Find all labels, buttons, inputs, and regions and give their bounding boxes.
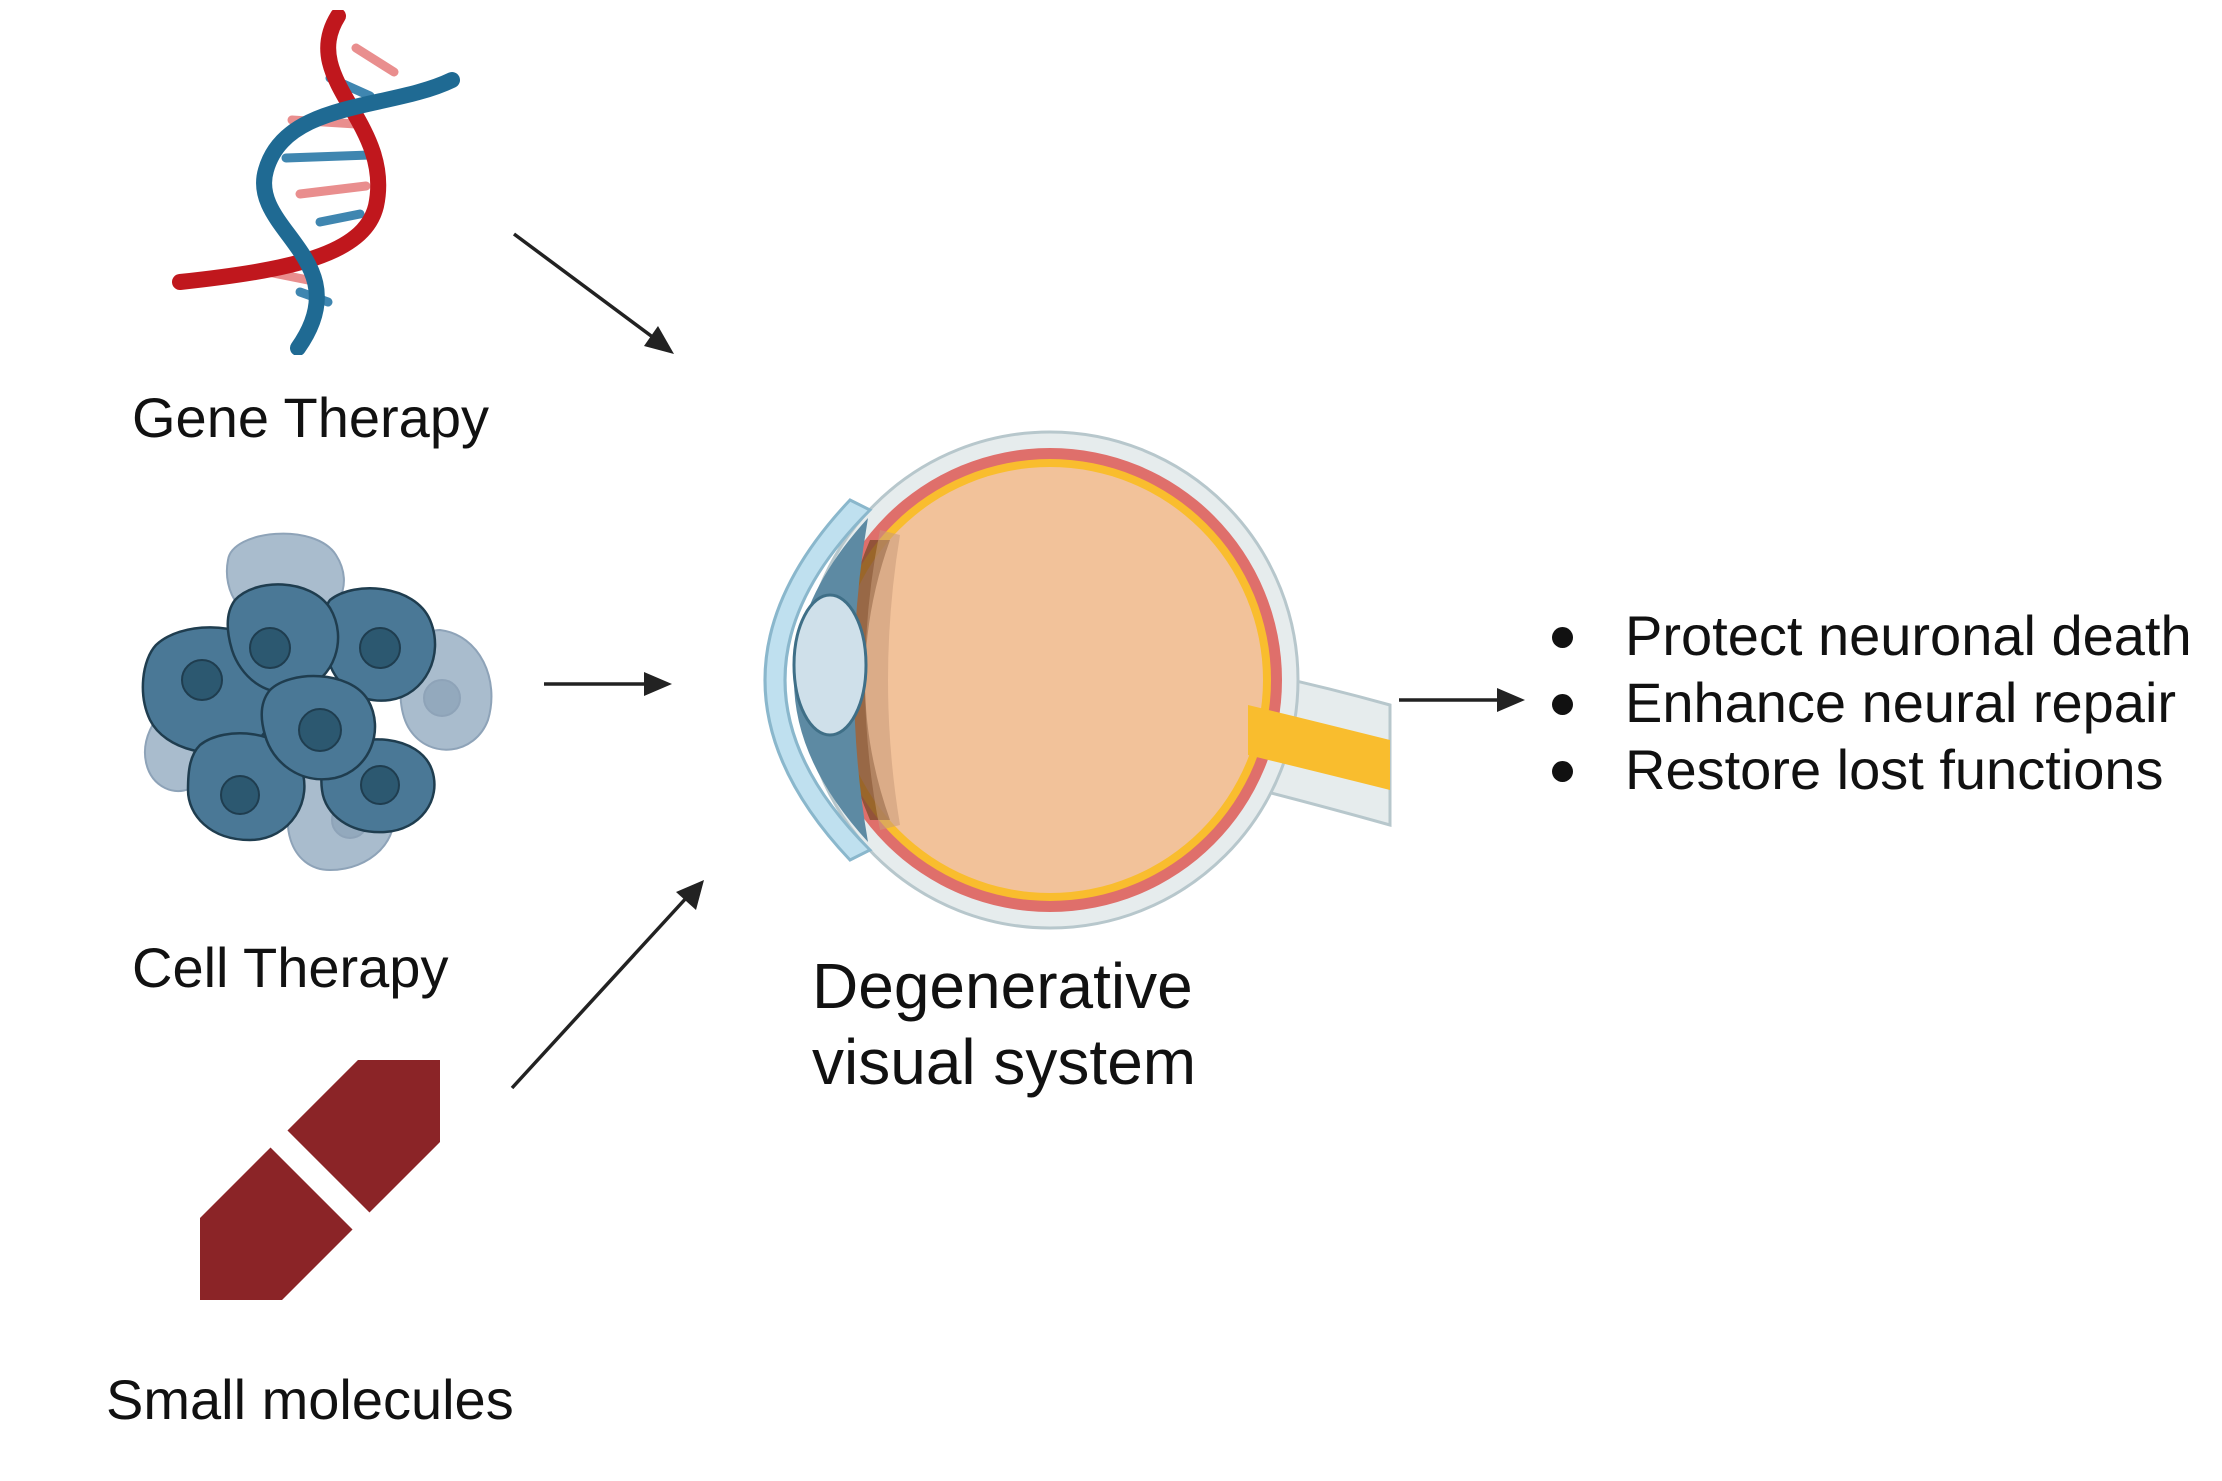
- target-label-line1: Degenerative: [812, 950, 1193, 1022]
- outcome-item: Protect neuronal death: [1540, 602, 2192, 669]
- cell-cluster-icon: [141, 532, 493, 872]
- capsule-pill-icon: [200, 1060, 440, 1300]
- small-molecule-arrow: [510, 880, 704, 1090]
- gene-arrow: [512, 232, 674, 354]
- small-molecules-label: Small molecules: [106, 1368, 514, 1431]
- target-label-line2: visual system: [812, 1026, 1197, 1098]
- eye-cross-section-icon: [763, 430, 1392, 930]
- outcome-item: Enhance neural repair: [1540, 669, 2192, 736]
- dna-helix-icon: [172, 10, 460, 355]
- outcome-arrow: [1399, 688, 1525, 712]
- cell-therapy-label: Cell Therapy: [132, 936, 449, 999]
- outcomes-list: Protect neuronal death Enhance neural re…: [1540, 602, 2192, 803]
- outcome-item: Restore lost functions: [1540, 736, 2192, 803]
- gene-therapy-label: Gene Therapy: [132, 386, 489, 449]
- target-label: Degenerative visual system: [812, 948, 1196, 1100]
- cell-arrow: [544, 672, 672, 696]
